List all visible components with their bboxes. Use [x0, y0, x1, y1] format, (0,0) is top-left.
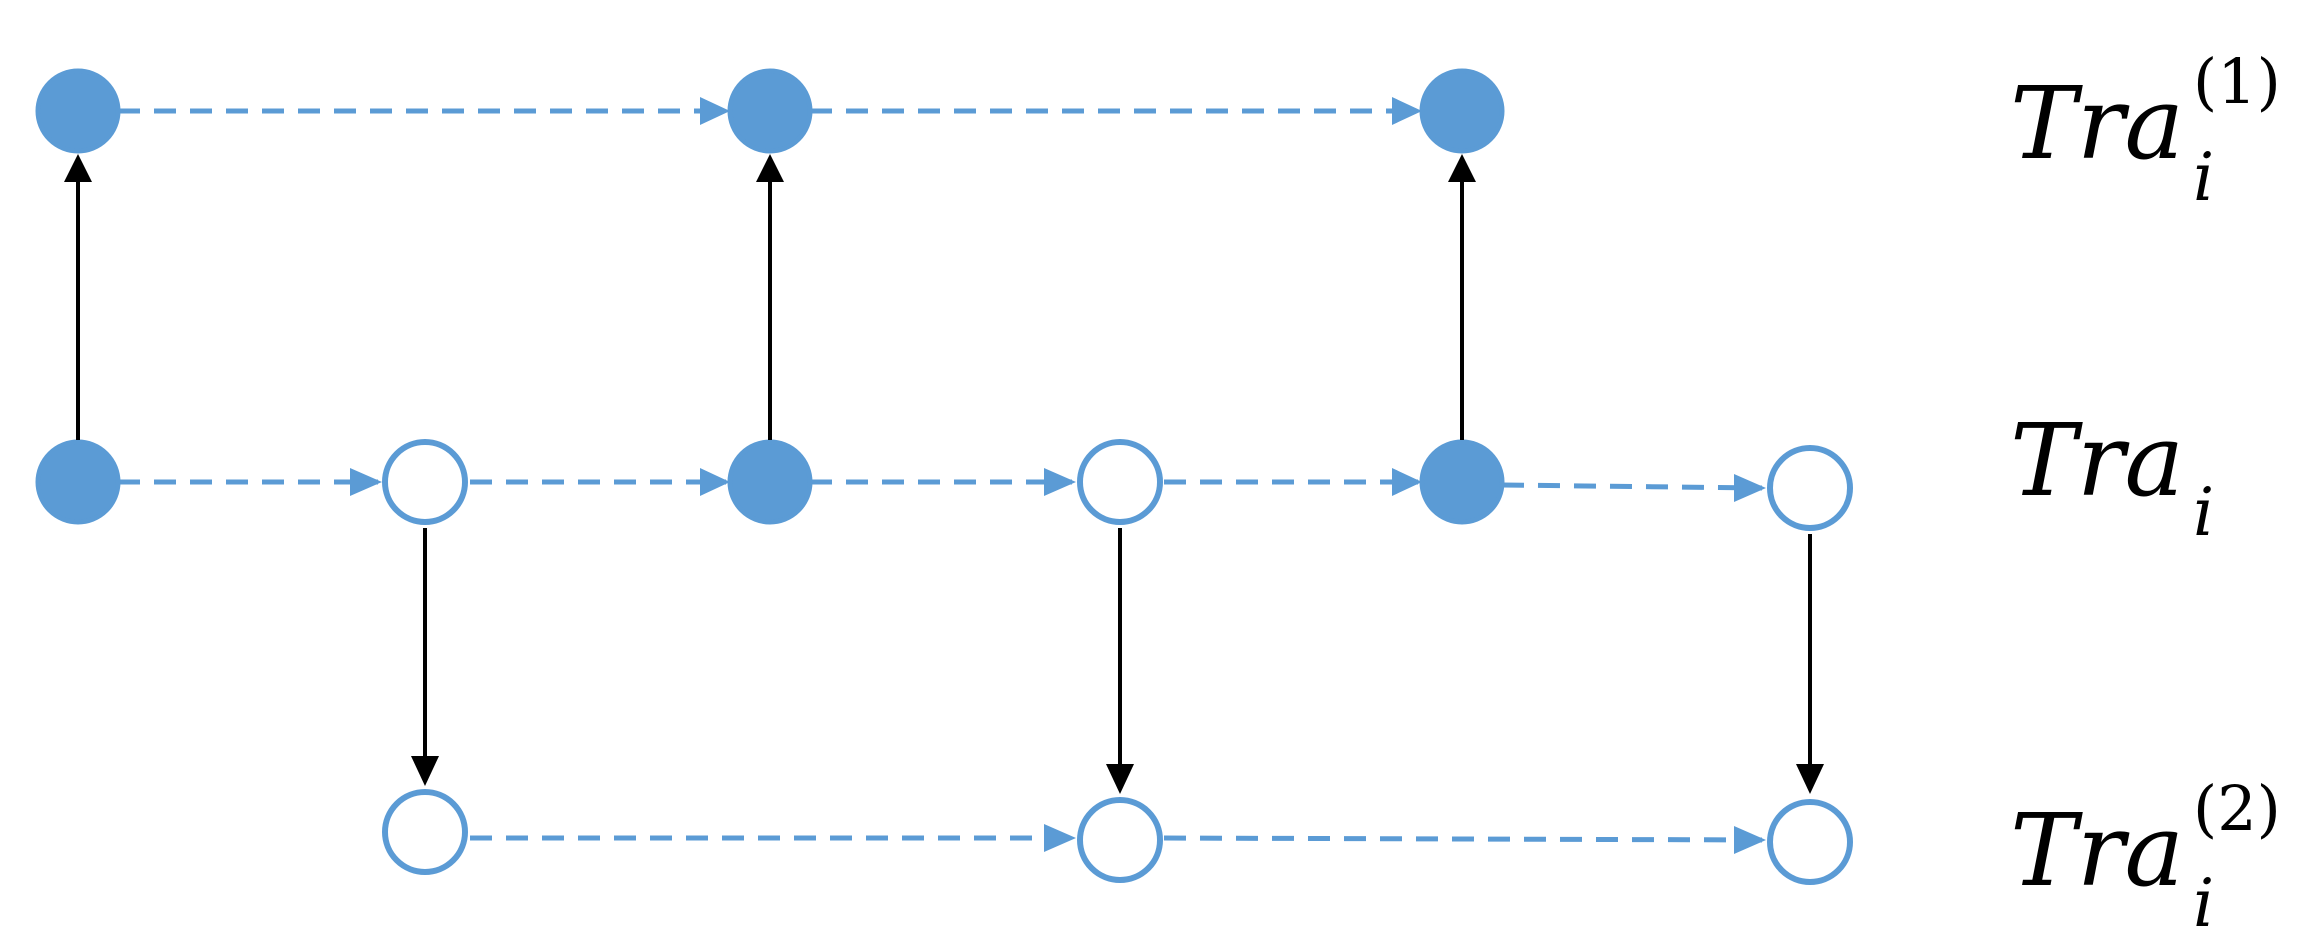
label-middle-base: Tra — [2010, 402, 2184, 519]
arrowhead-middle-4 — [1392, 468, 1422, 496]
arrowhead-middle-2 — [700, 468, 730, 496]
label-top: Tra (1) i — [2010, 45, 2281, 216]
row-bottom — [382, 789, 1853, 885]
node-top-3 — [1419, 68, 1505, 154]
label-bottom-subscript: i — [2193, 865, 2214, 942]
arrowhead-top-2 — [1392, 97, 1422, 125]
edge-dashed-middle-5 — [1501, 482, 1763, 491]
row-top — [35, 68, 1505, 154]
label-top-subscript: i — [2193, 139, 2214, 216]
arrowhead-middle-5 — [1734, 474, 1766, 502]
edges-down — [411, 528, 1824, 794]
label-bottom: Tra (2) i — [2010, 772, 2281, 942]
label-middle: Tra i — [2010, 402, 2214, 551]
arrowhead-down-1 — [411, 756, 439, 786]
node-middle-2 — [382, 439, 468, 525]
label-bottom-superscript: (2) — [2193, 772, 2281, 845]
node-middle-4 — [1077, 439, 1163, 525]
label-top-superscript: (1) — [2193, 45, 2281, 118]
arrowhead-bottom-2 — [1734, 826, 1766, 854]
arrowhead-down-2 — [1106, 764, 1134, 794]
arrowhead-bottom-1 — [1044, 824, 1076, 852]
node-top-1 — [35, 68, 121, 154]
arrowhead-up-2 — [756, 154, 784, 182]
label-top-base: Tra — [2010, 65, 2184, 182]
arrowhead-down-3 — [1796, 764, 1824, 794]
arrowhead-middle-1 — [350, 468, 382, 496]
node-middle-6 — [1767, 445, 1853, 531]
label-bottom-base: Tra — [2010, 792, 2184, 909]
node-middle-3 — [727, 439, 813, 525]
edges-up — [64, 154, 1476, 440]
arrowhead-middle-3 — [1044, 468, 1076, 496]
node-middle-5 — [1419, 439, 1505, 525]
arrowhead-top-1 — [700, 97, 730, 125]
edge-dashed-bottom-2 — [1163, 835, 1763, 843]
node-bottom-3 — [1767, 799, 1853, 885]
arrowhead-up-1 — [64, 154, 92, 182]
row-middle — [35, 439, 1853, 531]
label-middle-subscript: i — [2193, 474, 2214, 551]
node-top-2 — [727, 68, 813, 154]
node-bottom-1 — [382, 789, 468, 875]
node-middle-1 — [35, 439, 121, 525]
arrowhead-up-3 — [1448, 154, 1476, 182]
node-bottom-2 — [1077, 797, 1163, 883]
